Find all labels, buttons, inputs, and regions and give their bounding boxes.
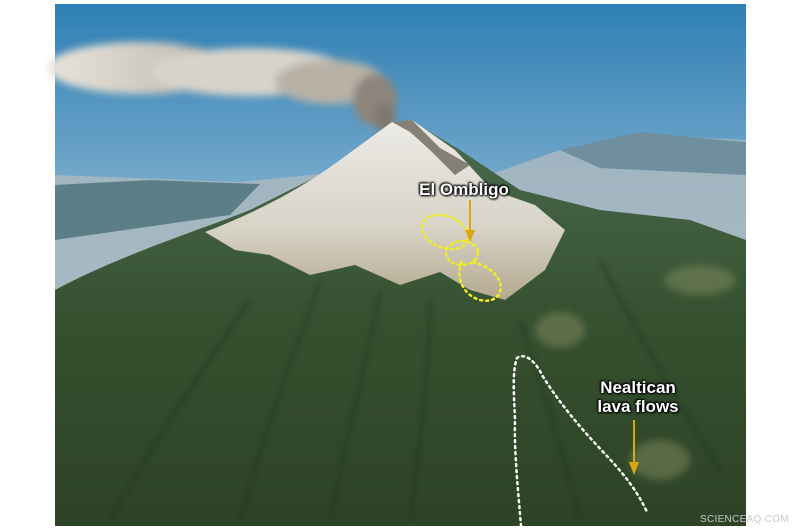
summit-crater — [392, 120, 470, 175]
nealtican-label-line-2: lava flows — [597, 397, 679, 416]
el-ombligo-label: El Ombligo — [419, 180, 509, 199]
nealtican-label-line-1: Nealtican — [600, 378, 676, 397]
lava-flow-arrow — [629, 420, 639, 475]
nealtican-label: Nealtican lava flows — [578, 378, 698, 416]
snow-cap — [205, 120, 565, 300]
ash-plume — [48, 42, 397, 132]
watermark: SCIENCEAQ.COM — [700, 514, 789, 525]
distant-ridge — [560, 132, 746, 175]
slope-texture — [108, 259, 722, 521]
light-patches — [535, 265, 735, 480]
photo-frame — [48, 4, 746, 526]
lava-flow-outline — [512, 355, 649, 528]
el-ombligo-arrow — [465, 200, 475, 242]
el-ombligo-outline — [420, 213, 502, 302]
forested-slopes — [55, 120, 746, 526]
left-distant-hills — [55, 180, 260, 240]
